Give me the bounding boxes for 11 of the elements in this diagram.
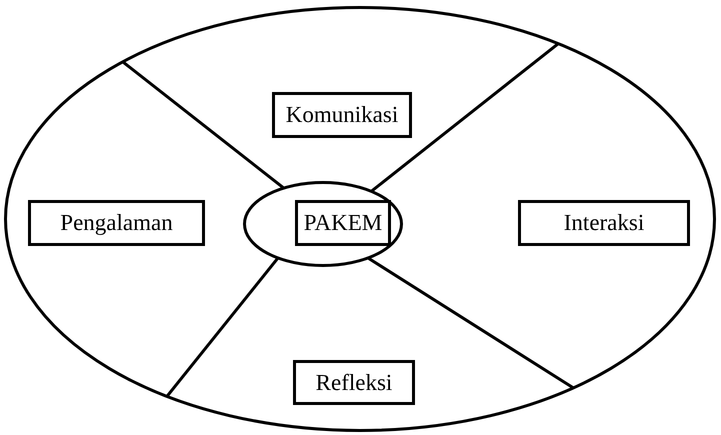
inner-ellipse	[243, 181, 403, 267]
term-box: Refleksi	[293, 360, 415, 405]
term-box: Interaksi	[518, 200, 690, 246]
divider-line	[122, 60, 285, 190]
outer-ellipse	[4, 6, 716, 432]
term-box: Pengalaman	[28, 200, 205, 246]
divider-line	[370, 42, 560, 192]
divider-line	[367, 256, 574, 390]
divider-line	[166, 257, 280, 398]
term-box: PAKEM	[295, 200, 391, 246]
term-box: Komunikasi	[272, 92, 412, 138]
